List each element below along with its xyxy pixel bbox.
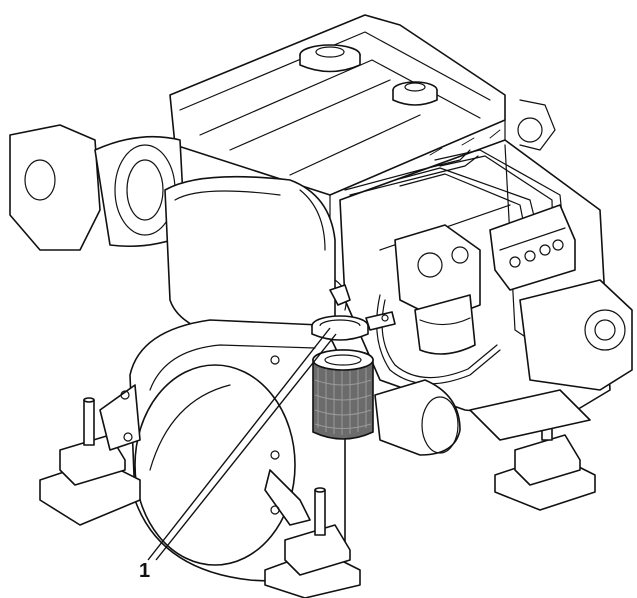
engine-mount-front [264,469,361,598]
rocker-cover [169,14,506,226]
callout-label-1: 1 [139,560,151,582]
fuel-filter-housing [394,224,481,355]
exhaust-manifold [9,124,186,251]
injection-pump [489,204,576,291]
flywheel-housing [519,279,633,391]
engine-mount-left [39,384,141,526]
fan-shroud [129,319,346,582]
air-filter-clamp [311,311,396,341]
air-filter-element [312,349,374,440]
air-intake-housing [164,175,347,342]
callout-leader-1 [147,327,337,561]
coolant-filler-cap [392,81,438,106]
intake-pipe [329,284,351,306]
oil-filter [374,379,461,456]
engine-mount-right [469,389,596,511]
oil-filler-cap [299,44,361,73]
